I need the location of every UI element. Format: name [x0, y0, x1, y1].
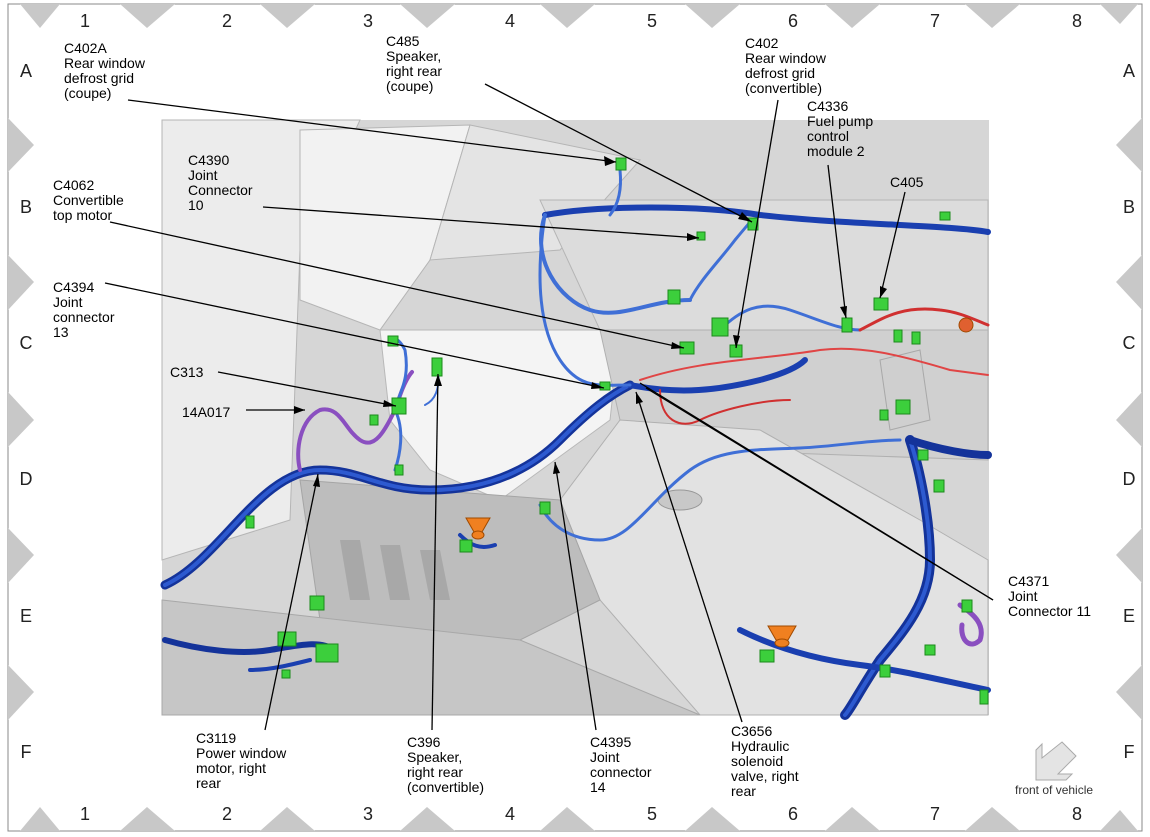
- callout-c3656: C3656 Hydraulic solenoid valve, right re…: [731, 723, 799, 799]
- grommets: [465, 317, 974, 648]
- callout-c4390: C4390 Joint Connector 10: [188, 152, 253, 213]
- grid-col-7-bottom: 7: [929, 804, 940, 824]
- left-grid-markers: [8, 118, 34, 720]
- top-grid-markers: [20, 4, 1138, 28]
- grid-col-6-top: 6: [787, 11, 798, 31]
- leader-lines: [104, 83, 994, 731]
- grid-col-2-top: 2: [221, 11, 232, 31]
- grid-row-a-left: A: [19, 61, 32, 81]
- callout-c4395: C4395 Joint connector 14: [590, 734, 652, 795]
- grid-row-b-left: B: [19, 197, 32, 217]
- callout-c4394: C4394 Joint connector 13: [53, 279, 115, 340]
- wiring-harnesses: [160, 168, 992, 720]
- grid-row-c-left: C: [19, 333, 33, 353]
- grid-row-f-left: F: [20, 742, 32, 762]
- bottom-grid-markers: [20, 807, 1138, 831]
- right-grid-markers: [1116, 118, 1142, 720]
- callout-c4336: C4336 Fuel pump control module 2: [807, 98, 874, 159]
- leader-arrowheads: [294, 156, 887, 487]
- grid-row-e-right: E: [1122, 606, 1135, 626]
- grid-col-7-top: 7: [929, 11, 940, 31]
- callout-c4062: C4062 Convertible top motor: [53, 177, 124, 223]
- grid-col-2-bottom: 2: [221, 804, 232, 824]
- grid-col-8-bottom: 8: [1071, 804, 1082, 824]
- grid-row-f-right: F: [1123, 742, 1135, 762]
- grid-row-c-right: C: [1122, 333, 1136, 353]
- grid-col-3-top: 3: [362, 11, 373, 31]
- grid-col-1-top: 1: [79, 11, 90, 31]
- front-of-vehicle-label: front of vehicle: [1015, 783, 1094, 797]
- callout-c402: C402 Rear window defrost grid (convertib…: [745, 35, 826, 96]
- callout-c485: C485 Speaker, right rear (coupe): [386, 33, 443, 94]
- grid-row-d-right: D: [1122, 469, 1136, 489]
- callout-c4371: C4371 Joint Connector 11: [1008, 573, 1092, 619]
- grid-col-6-bottom: 6: [787, 804, 798, 824]
- grid-col-8-top: 8: [1071, 11, 1082, 31]
- grid-row-a-right: A: [1122, 61, 1135, 81]
- callout-c313: C313: [170, 364, 204, 380]
- vehicle-body-illustration: [161, 119, 989, 716]
- callout-c396: C396 Speaker, right rear (convertible): [407, 734, 485, 795]
- grid-col-5-top: 5: [646, 11, 657, 31]
- grid-row-b-right: B: [1122, 197, 1135, 217]
- grid-row-e-left: E: [19, 606, 32, 626]
- connectors: [245, 157, 989, 705]
- grid-col-4-top: 4: [504, 11, 515, 31]
- grid-row-d-left: D: [19, 469, 33, 489]
- callout-c402a: C402A Rear window defrost grid (coupe): [64, 40, 145, 101]
- grid-col-5-bottom: 5: [646, 804, 657, 824]
- callout-14a017: 14A017: [182, 404, 231, 420]
- front-of-vehicle-arrow-icon: [1035, 741, 1077, 781]
- callout-c405: C405: [890, 174, 924, 190]
- grid-col-1-bottom: 1: [79, 804, 90, 824]
- grid-col-3-bottom: 3: [362, 804, 373, 824]
- callout-c3119: C3119 Power window motor, right rear: [196, 730, 287, 791]
- grid-col-4-bottom: 4: [504, 804, 515, 824]
